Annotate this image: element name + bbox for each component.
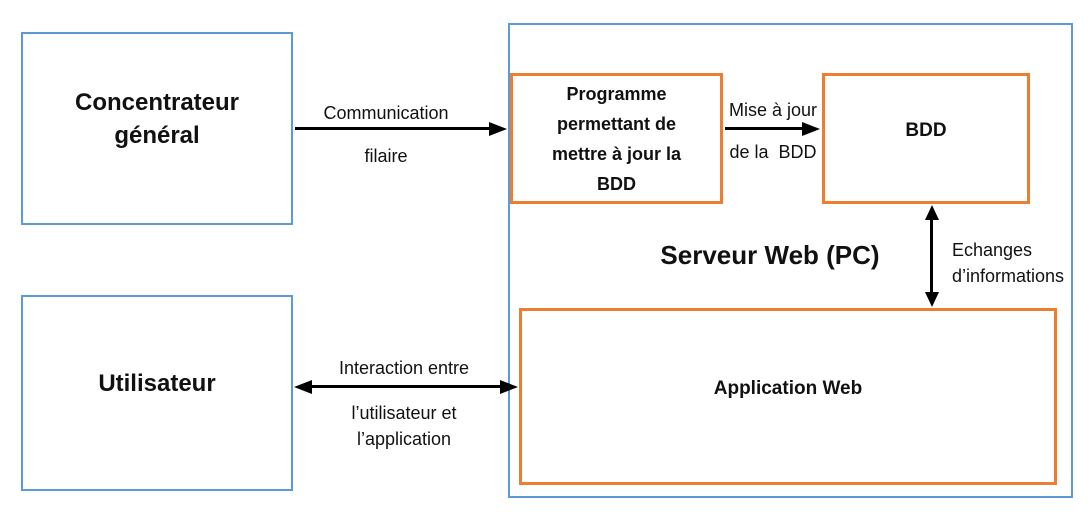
mise-a-jour-label-bottom: de la BDD (729, 142, 817, 162)
application-web-box: Application Web (519, 308, 1057, 485)
programme-label: Programme permettant de mettre à jour la… (551, 83, 682, 194)
communication-label-top: Communication (323, 103, 449, 123)
echanges-arrowhead-down-icon (924, 292, 939, 307)
bdd-box: BDD (822, 73, 1030, 204)
bdd-label: BDD (905, 119, 947, 141)
communication-label-bottom: filaire (364, 146, 408, 166)
interaction-arrowhead-right-icon (500, 379, 518, 394)
concentrateur-box: Concentrateur général (21, 32, 293, 225)
mise-a-jour-arrowhead-right-icon (802, 121, 820, 136)
serveur-web-title: Serveur Web (PC) (660, 240, 880, 270)
concentrateur-label: Concentrateur général (74, 88, 240, 149)
utilisateur-box: Utilisateur (21, 295, 293, 491)
interaction-label-bottom: l’utilisateur et l’application (351, 403, 457, 449)
communication-arrow-line (295, 127, 491, 130)
interaction-arrow-line (309, 385, 504, 388)
interaction-arrowhead-left-icon (294, 379, 312, 394)
mise-a-jour-arrow-line (725, 127, 804, 130)
mise-a-jour-label-top: Mise à jour (728, 100, 818, 120)
echanges-arrowhead-up-icon (924, 205, 939, 220)
interaction-label-top: Interaction entre (338, 358, 470, 378)
utilisateur-label: Utilisateur (98, 369, 216, 397)
programme-box: Programme permettant de mettre à jour la… (510, 73, 723, 204)
echanges-arrow-line (930, 218, 933, 294)
communication-arrowhead-right-icon (489, 121, 507, 136)
application-web-label: Application Web (713, 377, 863, 399)
echanges-label: Echanges d’informations (952, 240, 1065, 286)
